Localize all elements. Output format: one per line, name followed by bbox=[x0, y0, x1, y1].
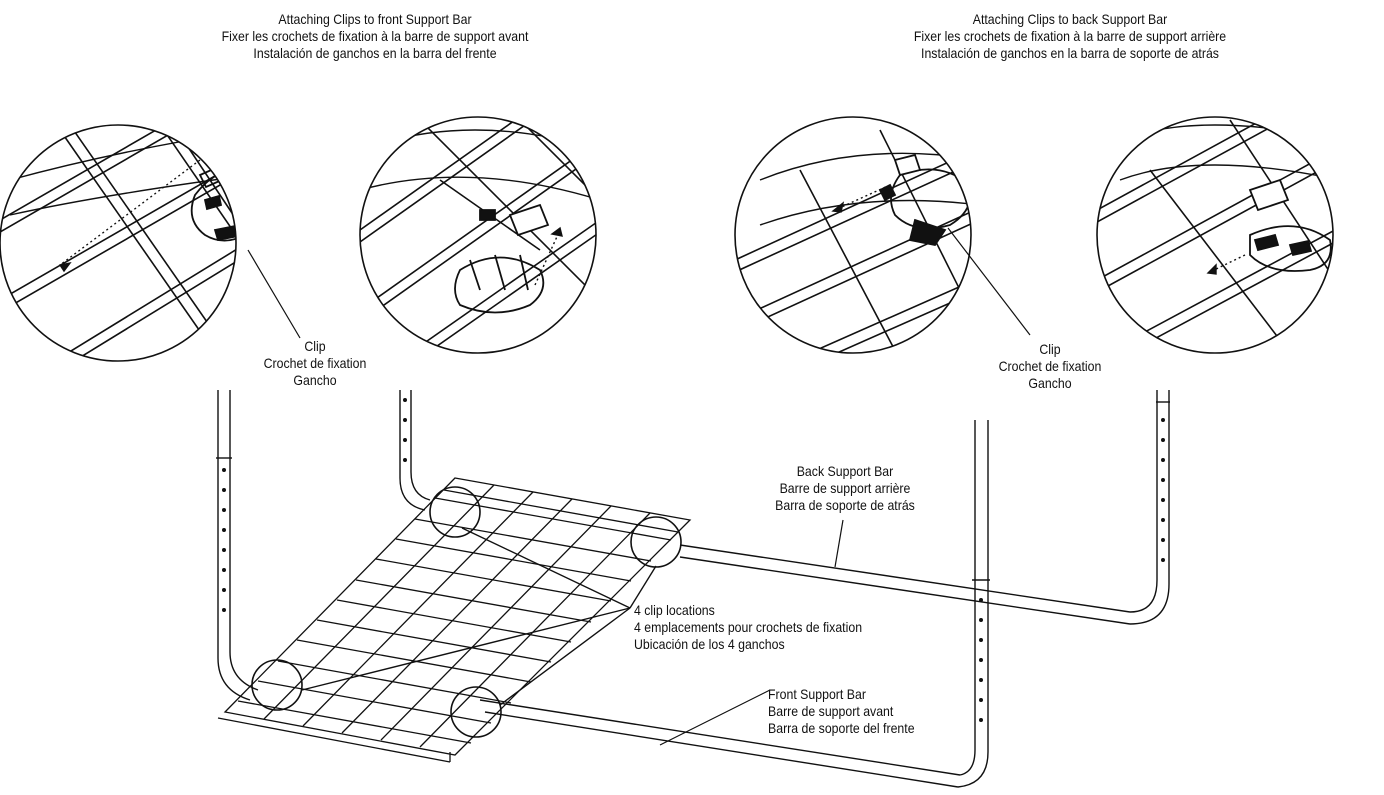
clip-location-leaders bbox=[301, 527, 657, 706]
back-bar-leader bbox=[834, 519, 844, 568]
front-bar-label: Front Support Bar Barre de support avant… bbox=[768, 686, 979, 737]
front-attach-caption-fr: Fixer les crochets de fixation à la barr… bbox=[221, 28, 529, 44]
front-bar-label-fr: Barre de support avant bbox=[768, 703, 894, 719]
clip-locations-label-en: 4 clip locations bbox=[634, 602, 715, 618]
clip-label-left: Clip Crochet de fixation Gancho bbox=[245, 338, 386, 389]
front-attach-caption-es: Instalación de ganchos en la barra del f… bbox=[253, 45, 497, 61]
clip-label-left-es: Gancho bbox=[293, 372, 337, 388]
detail-circle-front-attach-1 bbox=[0, 124, 237, 362]
clip-location-front-left bbox=[251, 659, 303, 711]
back-attach-caption-en: Attaching Clips to back Support Bar bbox=[972, 11, 1168, 27]
clip-location-back-right bbox=[630, 516, 682, 568]
clip-label-left-fr: Crochet de fixation bbox=[263, 355, 367, 371]
clip-label-right: Clip Crochet de fixation Gancho bbox=[980, 341, 1121, 392]
clip-leader-left bbox=[247, 249, 301, 339]
front-bar-label-es: Barra de soporte del frente bbox=[768, 720, 915, 736]
back-bar-label-fr: Barre de support arrière bbox=[779, 480, 911, 496]
clip-label-left-en: Clip bbox=[304, 338, 326, 354]
back-bar-label-es: Barra de soporte de atrás bbox=[775, 497, 915, 513]
rack-assembly bbox=[216, 390, 1170, 788]
clip-locations-label-fr: 4 emplacements pour crochets de fixation bbox=[634, 619, 863, 635]
clip-location-front-right bbox=[450, 686, 502, 738]
clip-locations-label: 4 clip locations 4 emplacements pour cro… bbox=[634, 602, 933, 653]
clip-leader-right bbox=[947, 227, 1031, 336]
front-attach-caption: Attaching Clips to front Support Bar Fix… bbox=[159, 11, 590, 62]
front-attach-caption-en: Attaching Clips to front Support Bar bbox=[278, 11, 472, 27]
detail-circle-back-attach-1 bbox=[734, 116, 972, 354]
clip-label-right-en: Clip bbox=[1039, 341, 1061, 357]
detail-circle-front-attach-2 bbox=[359, 116, 597, 354]
clip-label-right-es: Gancho bbox=[1028, 375, 1072, 391]
front-bar-leader bbox=[659, 689, 771, 746]
clip-label-right-fr: Crochet de fixation bbox=[998, 358, 1102, 374]
back-attach-caption-es: Instalación de ganchos en la barra de so… bbox=[921, 45, 1219, 61]
back-bar-label: Back Support Bar Barre de support arrièr… bbox=[757, 463, 933, 514]
back-attach-caption-fr: Fixer les crochets de fixation à la barr… bbox=[913, 28, 1227, 44]
back-bar-label-en: Back Support Bar bbox=[796, 463, 894, 479]
detail-circle-back-attach-2 bbox=[1096, 116, 1334, 354]
clip-location-back-left bbox=[429, 486, 481, 538]
back-attach-caption: Attaching Clips to back Support Bar Fixe… bbox=[850, 11, 1290, 62]
clip-locations-label-es: Ubicación de los 4 ganchos bbox=[634, 636, 785, 652]
front-bar-label-en: Front Support Bar bbox=[768, 686, 866, 702]
